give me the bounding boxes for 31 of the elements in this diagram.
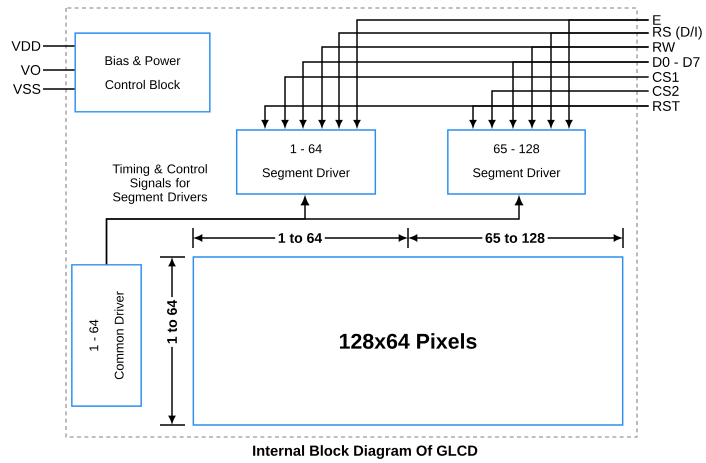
caption: Internal Block Diagram Of GLCD — [253, 445, 478, 459]
pin-label: VDD — [11, 41, 40, 51]
control-line — [106, 196, 310, 264]
signal-label: RST — [653, 101, 680, 111]
signal-label: CS2 — [652, 86, 679, 96]
block-box: Bias & Power Control Block — [74, 32, 211, 113]
driver-box: 1 - 64 Segment Driver — [236, 129, 376, 195]
signal-label: RS (D/I) — [653, 26, 702, 40]
edge-label: Timing & Control Signals for Segment Drivers — [112, 164, 208, 204]
pixel-array-box: 128x64 Pixels — [192, 256, 624, 426]
power-line — [43, 45, 74, 47]
signal-label: CS1 — [652, 72, 679, 82]
driver-box: 65 - 128 Segment Driver — [447, 129, 586, 195]
signal-line — [510, 61, 649, 128]
signal-label: E — [653, 15, 661, 25]
signal-line — [566, 19, 649, 128]
signal-label: D0 - D7 — [653, 57, 700, 67]
signal-line — [528, 46, 649, 128]
signal-line — [488, 90, 649, 128]
dimension-label: 1 to 64 — [275, 230, 325, 246]
signal-line — [282, 76, 649, 128]
signal-line — [548, 32, 649, 128]
dimension-label: 65 to 128 — [482, 230, 548, 246]
driver-box: 1 - 64 Common Driver — [71, 264, 142, 407]
power-line — [43, 69, 74, 71]
signal-line — [470, 105, 649, 128]
signal-label: RW — [653, 42, 676, 52]
pin-label: VO — [20, 65, 40, 75]
dimension-label: 1 to 64 — [164, 297, 180, 347]
power-line — [43, 88, 74, 90]
pin-label: VSS — [13, 84, 40, 94]
